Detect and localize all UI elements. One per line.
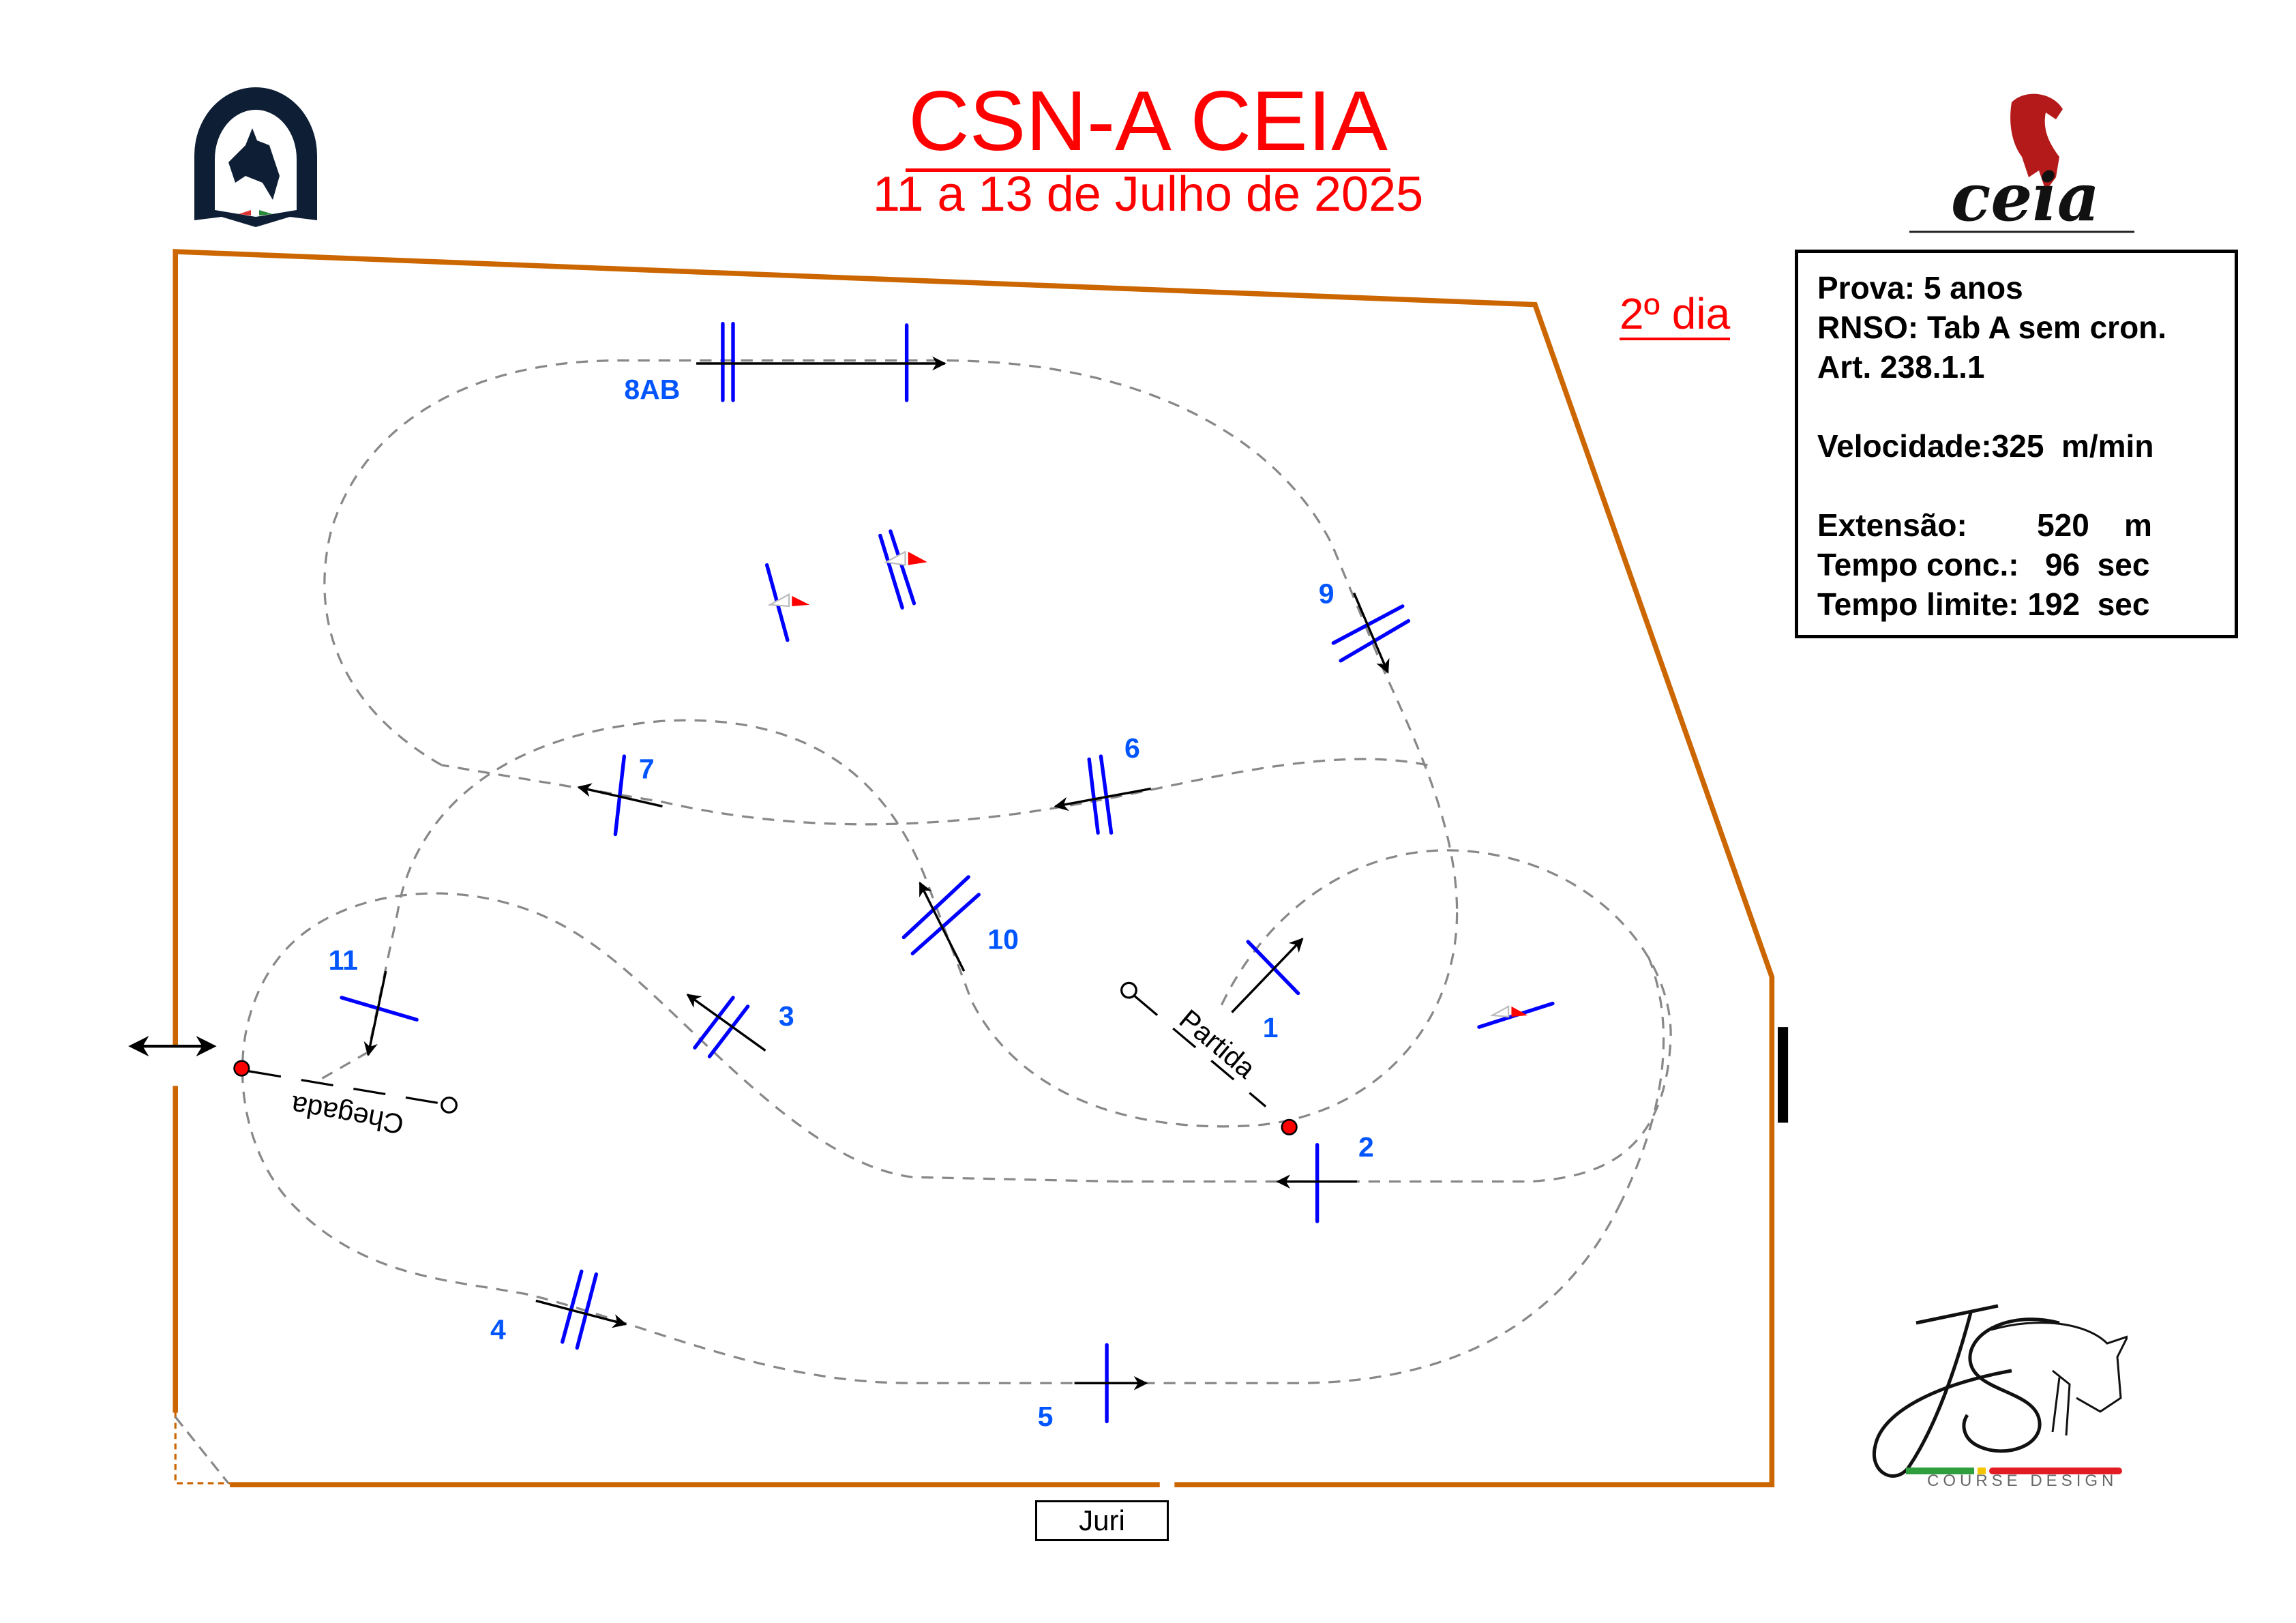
path-2-5 — [241, 892, 1620, 1384]
horse-icon — [2010, 93, 2063, 191]
info-rnso: RNSO: Tab A sem cron. — [1817, 310, 2167, 345]
jury-box: Juri — [1035, 1500, 1169, 1541]
fence-number-3: 3 — [779, 1000, 794, 1032]
fence-8a — [721, 322, 735, 402]
finish-label: Chegada — [288, 1090, 406, 1140]
fence-6 — [1087, 754, 1114, 835]
event-dates: 11 a 13 de Julho de 2025 — [872, 167, 1424, 222]
fence-number-6: 6 — [1124, 732, 1140, 764]
event-title-text: CSN-A CEIA — [906, 74, 1390, 172]
finish-line-dashed — [248, 1070, 443, 1105]
arrow-10 — [919, 881, 966, 972]
arrow-9 — [1352, 592, 1390, 674]
horse-head-icon — [228, 128, 280, 200]
info-time-limit: Tempo limite: 192 sec — [1817, 586, 2150, 622]
flag-green-icon — [259, 210, 273, 215]
path-6-7 — [441, 758, 1428, 826]
event-title: CSN-A CEIA — [0, 74, 2296, 172]
fence-number-8ab: 8AB — [624, 374, 680, 405]
arrow-6 — [1054, 787, 1152, 812]
info-length: Extensão: 520 m — [1817, 507, 2152, 543]
day-label: 2º dia — [1620, 290, 1731, 340]
fence-number-5: 5 — [1038, 1401, 1054, 1432]
fence-11 — [340, 996, 419, 1022]
finish-line: Chegada — [233, 1060, 458, 1140]
competition-info-box: Prova: 5 anos RNSO: Tab A sem cron. Art.… — [1795, 250, 2238, 638]
finish-marker-red — [233, 1060, 250, 1077]
fence-7 — [613, 754, 627, 837]
arena-corner-dashed — [174, 1412, 230, 1485]
fence-number-4: 4 — [490, 1314, 506, 1345]
arena-boundary — [173, 249, 1775, 1487]
fence-number-9: 9 — [1319, 578, 1335, 610]
flag-icon — [908, 552, 927, 565]
flag-icon — [884, 550, 906, 566]
flags — [767, 550, 1528, 1018]
fence-3 — [693, 996, 750, 1058]
arena-corner-path — [174, 1416, 230, 1485]
start-line-dashed — [1134, 995, 1267, 1107]
path-11-finish — [316, 1051, 369, 1083]
start-label: Partida — [1174, 1003, 1262, 1084]
start-marker-white — [1120, 981, 1137, 999]
arrow-4 — [535, 1299, 627, 1328]
flag-icon — [1511, 1006, 1528, 1017]
fence-4 — [561, 1269, 599, 1350]
flag-stripe-red — [1989, 1468, 2122, 1474]
flag-icon — [767, 593, 790, 608]
course-design-label: COURSE DESIGN — [1927, 1472, 2118, 1490]
course-designer-logo — [1873, 1304, 2128, 1478]
federation-logo — [194, 87, 317, 227]
start-line: Partida — [1120, 981, 1298, 1135]
fence-number-7: 7 — [639, 753, 655, 784]
path-5-6-approach — [1617, 955, 1665, 1208]
arrow-11 — [363, 970, 387, 1057]
path-1-2 — [1118, 849, 1672, 1183]
letter-s-icon — [1962, 1317, 2060, 1453]
arena-wall-main — [173, 249, 1775, 1487]
path-7-9 — [323, 359, 1459, 912]
info-prova: Prova: 5 anos — [1817, 270, 2023, 306]
flag-icon — [1489, 1005, 1510, 1018]
exit-gate-icon — [1778, 1027, 1789, 1123]
flag-icon — [792, 595, 810, 606]
fence-number-2: 2 — [1358, 1131, 1374, 1163]
finish-marker-white — [441, 1097, 458, 1114]
info-time-allowed: Tempo conc.: 96 sec — [1817, 547, 2150, 582]
letter-j-icon — [1873, 1304, 2012, 1478]
path-9-11 — [367, 719, 1459, 1128]
fence-number-1: 1 — [1263, 1012, 1279, 1043]
flag-red-icon — [239, 210, 251, 215]
ceia-wordmark: ceia — [1950, 159, 2100, 236]
flag-stripe-yellow — [1978, 1468, 1986, 1474]
fence-10 — [901, 875, 981, 955]
info-article: Art. 238.1.1 — [1817, 349, 1985, 385]
course-path — [241, 359, 1672, 1384]
fence-number-10: 10 — [987, 924, 1019, 955]
spare-fence-2 — [878, 529, 916, 610]
flag-stripe-green — [1906, 1468, 1974, 1474]
arrow-1 — [1231, 938, 1304, 1013]
info-speed: Velocidade:325 m/min — [1817, 428, 2154, 464]
direction-arrows — [363, 356, 1390, 1390]
arrow-3 — [686, 994, 766, 1052]
jumping-horse-icon — [1991, 1322, 2128, 1436]
start-marker-red — [1281, 1118, 1298, 1135]
fence-number-11: 11 — [329, 944, 358, 976]
fence-1 — [1246, 940, 1300, 996]
fence-numbers: 1 2 3 4 5 6 7 8AB 9 10 11 — [329, 374, 1374, 1432]
ceia-logo — [1909, 93, 2134, 233]
arrow-7 — [577, 783, 663, 808]
